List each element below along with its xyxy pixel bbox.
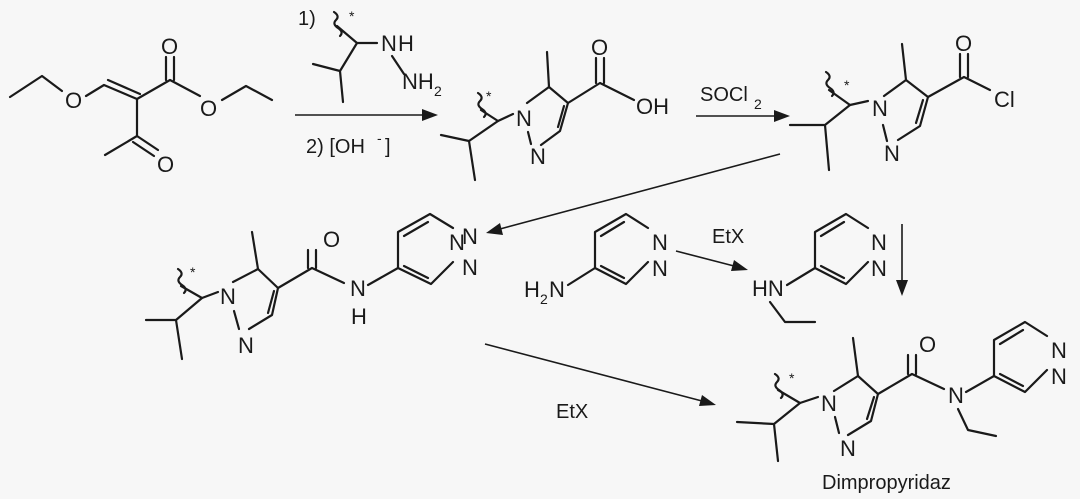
atom-o: O	[323, 227, 340, 252]
socl2-subscript: 2	[754, 96, 762, 112]
atom-n: N	[462, 255, 478, 280]
arrow-step1: 2) [OH - ]	[295, 109, 438, 158]
amine-nh: HN	[752, 276, 784, 301]
hydroxyl: OH	[636, 94, 669, 119]
arrow-etx-amide: EtX	[484, 343, 716, 423]
step1-label: 1)	[298, 8, 316, 30]
atom-o: O	[161, 34, 178, 59]
stereo-star: *	[844, 77, 850, 93]
stereo-star: *	[486, 88, 492, 104]
atom-n: N	[871, 230, 887, 255]
atom-h: H	[398, 31, 414, 56]
nh2-subscript: 2	[434, 83, 442, 99]
pyrazole-acid: * N N O OH	[439, 35, 669, 182]
atom-n: N	[840, 436, 856, 461]
atom-n: N	[884, 141, 900, 166]
atom-o: O	[157, 152, 174, 177]
atom-o: O	[65, 88, 82, 113]
chlorine: Cl	[994, 87, 1015, 112]
amine-subscript: 2	[540, 291, 548, 307]
nh2-label: NH	[402, 69, 434, 94]
arrow-socl2: SOCl 2	[696, 84, 790, 122]
atom-h: H	[351, 304, 367, 329]
atom-n: N	[238, 333, 254, 358]
arrow-down	[896, 224, 908, 296]
atom-n: N	[1051, 338, 1067, 363]
atom-n: N	[872, 96, 888, 121]
atom-n: N	[652, 256, 668, 281]
atom-n: N	[516, 106, 532, 131]
arrow-to-amide	[486, 153, 781, 235]
atom-n: N	[350, 276, 366, 301]
atom-h: H	[524, 277, 540, 302]
reagent-hydrazine: 1) * N H NH 2	[298, 8, 442, 104]
atom-n: N	[871, 256, 887, 281]
atom-o: O	[919, 332, 936, 357]
aminopyridazine: H 2 N N N	[524, 212, 668, 307]
atom-o: O	[591, 35, 608, 60]
atom-n: N	[462, 224, 478, 249]
atom-n: N	[652, 230, 668, 255]
stereo-star: *	[349, 8, 355, 24]
step2-bracket: ]	[385, 136, 391, 158]
atom-n: N	[1051, 364, 1067, 389]
socl2-label: SOCl	[700, 84, 748, 106]
arrow-etx-amine: EtX	[675, 226, 748, 271]
atom-n: N	[449, 230, 465, 255]
ethylaminopyridazine: HN N N	[752, 212, 887, 324]
atom-n: N	[549, 277, 565, 302]
stereo-star: *	[190, 264, 196, 280]
atom-o: O	[955, 31, 972, 56]
secondary-amide: * N N O N H N N N	[144, 212, 478, 361]
atom-n: N	[381, 31, 397, 56]
atom-n: N	[821, 391, 837, 416]
step2-label: 2) [OH	[306, 136, 365, 158]
stereo-star: *	[789, 370, 795, 386]
atom-n: N	[530, 144, 546, 169]
pyrazole-acid-chloride: * N N O Cl	[788, 31, 1015, 172]
etx-label: EtX	[712, 226, 744, 248]
dimpropyridaz-structure: * N N O N N N	[735, 320, 1067, 463]
etx-label: EtX	[556, 401, 588, 423]
atom-o: O	[200, 96, 217, 121]
step2-superscript: -	[377, 130, 382, 146]
atom-n: N	[948, 383, 964, 408]
starting-material: O O O O	[8, 34, 274, 177]
atom-n: N	[220, 284, 236, 309]
product-name: Dimpropyridaz	[822, 472, 951, 494]
